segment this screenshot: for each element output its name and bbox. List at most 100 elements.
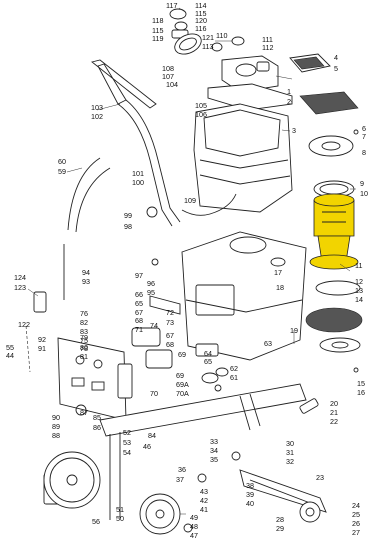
part-label: 15 (357, 379, 365, 388)
part-label: 10 (360, 189, 368, 198)
part-label: 70 (150, 389, 158, 398)
part-label: 110 (216, 31, 227, 40)
part-label: 81 (80, 352, 88, 361)
part-label: 73 (166, 318, 174, 327)
part-label: 28 (276, 515, 284, 524)
part-label: 49 (190, 513, 198, 522)
part-label: 91 (38, 344, 46, 353)
part-label: 115 (152, 26, 163, 35)
part-label: 25 (352, 510, 360, 519)
part-label: 29 (276, 524, 284, 533)
part-label: 65 (204, 357, 212, 366)
part-label: 37 (176, 475, 184, 484)
solution-tank (181, 231, 307, 361)
part-label: 48 (190, 522, 198, 531)
recovery-lid (207, 53, 331, 111)
part-label: 17 (274, 268, 282, 277)
coil-cord (25, 325, 31, 373)
exhaust-cover (319, 337, 361, 353)
part-label: 87 (80, 408, 88, 417)
part-label: 106 (195, 110, 207, 119)
part-label: 82 (80, 318, 88, 327)
part-label: 64 (204, 349, 212, 358)
part-label: 124 (14, 273, 26, 282)
part-label: 123 (14, 283, 26, 292)
handle (91, 59, 181, 227)
part-label: 6 (362, 124, 366, 133)
part-label: 107 (162, 72, 174, 81)
part-label: 72 (166, 308, 174, 317)
part-label: 44 (6, 351, 14, 360)
part-label: 89 (52, 422, 60, 431)
part-label: 90 (52, 413, 60, 422)
part-label: 59 (58, 167, 66, 176)
part-label: 35 (210, 455, 218, 464)
part-label: 78 (80, 344, 88, 353)
part-label: 54 (123, 448, 131, 457)
part-label: 112 (262, 43, 273, 52)
recovery-tank (193, 103, 293, 213)
part-label: 8 (362, 148, 366, 157)
part-label: 65 (135, 299, 143, 308)
part-label: 92 (38, 335, 46, 344)
part-label: 30 (286, 439, 294, 448)
part-label: 41 (200, 505, 208, 514)
float-assembly (169, 8, 245, 55)
part-label: 46 (143, 442, 151, 451)
part-label: 67 (166, 331, 174, 340)
part-label: 63 (264, 339, 272, 348)
part-label: 3 (292, 126, 296, 135)
leader-lines (27, 7, 356, 515)
part-label: 33 (210, 437, 218, 446)
part-label: 69 (176, 371, 184, 380)
part-label: 34 (210, 446, 218, 455)
part-label: 13 (355, 286, 363, 295)
part-label: 66 (135, 290, 143, 299)
drain-valve (33, 291, 47, 313)
part-label: 26 (352, 519, 360, 528)
filter-screen (299, 91, 359, 115)
part-label: 21 (330, 408, 338, 417)
part-label: 52 (123, 428, 131, 437)
part-label: 79 (80, 333, 88, 342)
part-label: 120 (195, 16, 207, 25)
part-label: 55 (6, 343, 14, 352)
part-label: 18 (276, 283, 284, 292)
part-label: 19 (290, 326, 298, 335)
part-label: 71 (135, 325, 143, 334)
part-label: 38 (246, 481, 254, 490)
part-label: 83 (80, 327, 88, 336)
foam-filter (315, 280, 361, 296)
part-label: 111 (262, 35, 273, 44)
vacuum-motor (309, 180, 359, 270)
squeegee-bracket (239, 469, 327, 513)
part-label: 75 (80, 336, 88, 345)
part-label: 117 (166, 1, 177, 10)
part-label: 56 (92, 517, 100, 526)
part-label: 93 (82, 277, 90, 286)
solution-hose (181, 193, 237, 216)
part-label: 60 (58, 157, 66, 166)
part-label: 9 (360, 179, 364, 188)
part-labels: 117 114 115 118 120 116 115 119 121 113 … (6, 1, 368, 540)
part-label: 85 (93, 413, 101, 422)
part-label: 62 (230, 364, 238, 373)
part-label: 32 (286, 457, 294, 466)
part-label: 94 (82, 268, 90, 277)
part-label: 121 (202, 33, 214, 42)
part-label: 101 (132, 169, 144, 178)
part-label: 14 (355, 295, 363, 304)
part-label: 103 (91, 103, 103, 112)
part-label: 97 (135, 271, 143, 280)
part-label: 39 (246, 490, 254, 499)
part-label: 86 (93, 423, 101, 432)
part-label: 88 (52, 431, 60, 440)
part-label: 69 (178, 350, 186, 359)
part-label: 104 (166, 80, 178, 89)
part-label: 96 (147, 279, 155, 288)
part-label: 69A (176, 380, 189, 389)
part-label: 76 (80, 309, 88, 318)
vacuum-hose (67, 157, 111, 233)
part-label: 99 (124, 211, 132, 220)
